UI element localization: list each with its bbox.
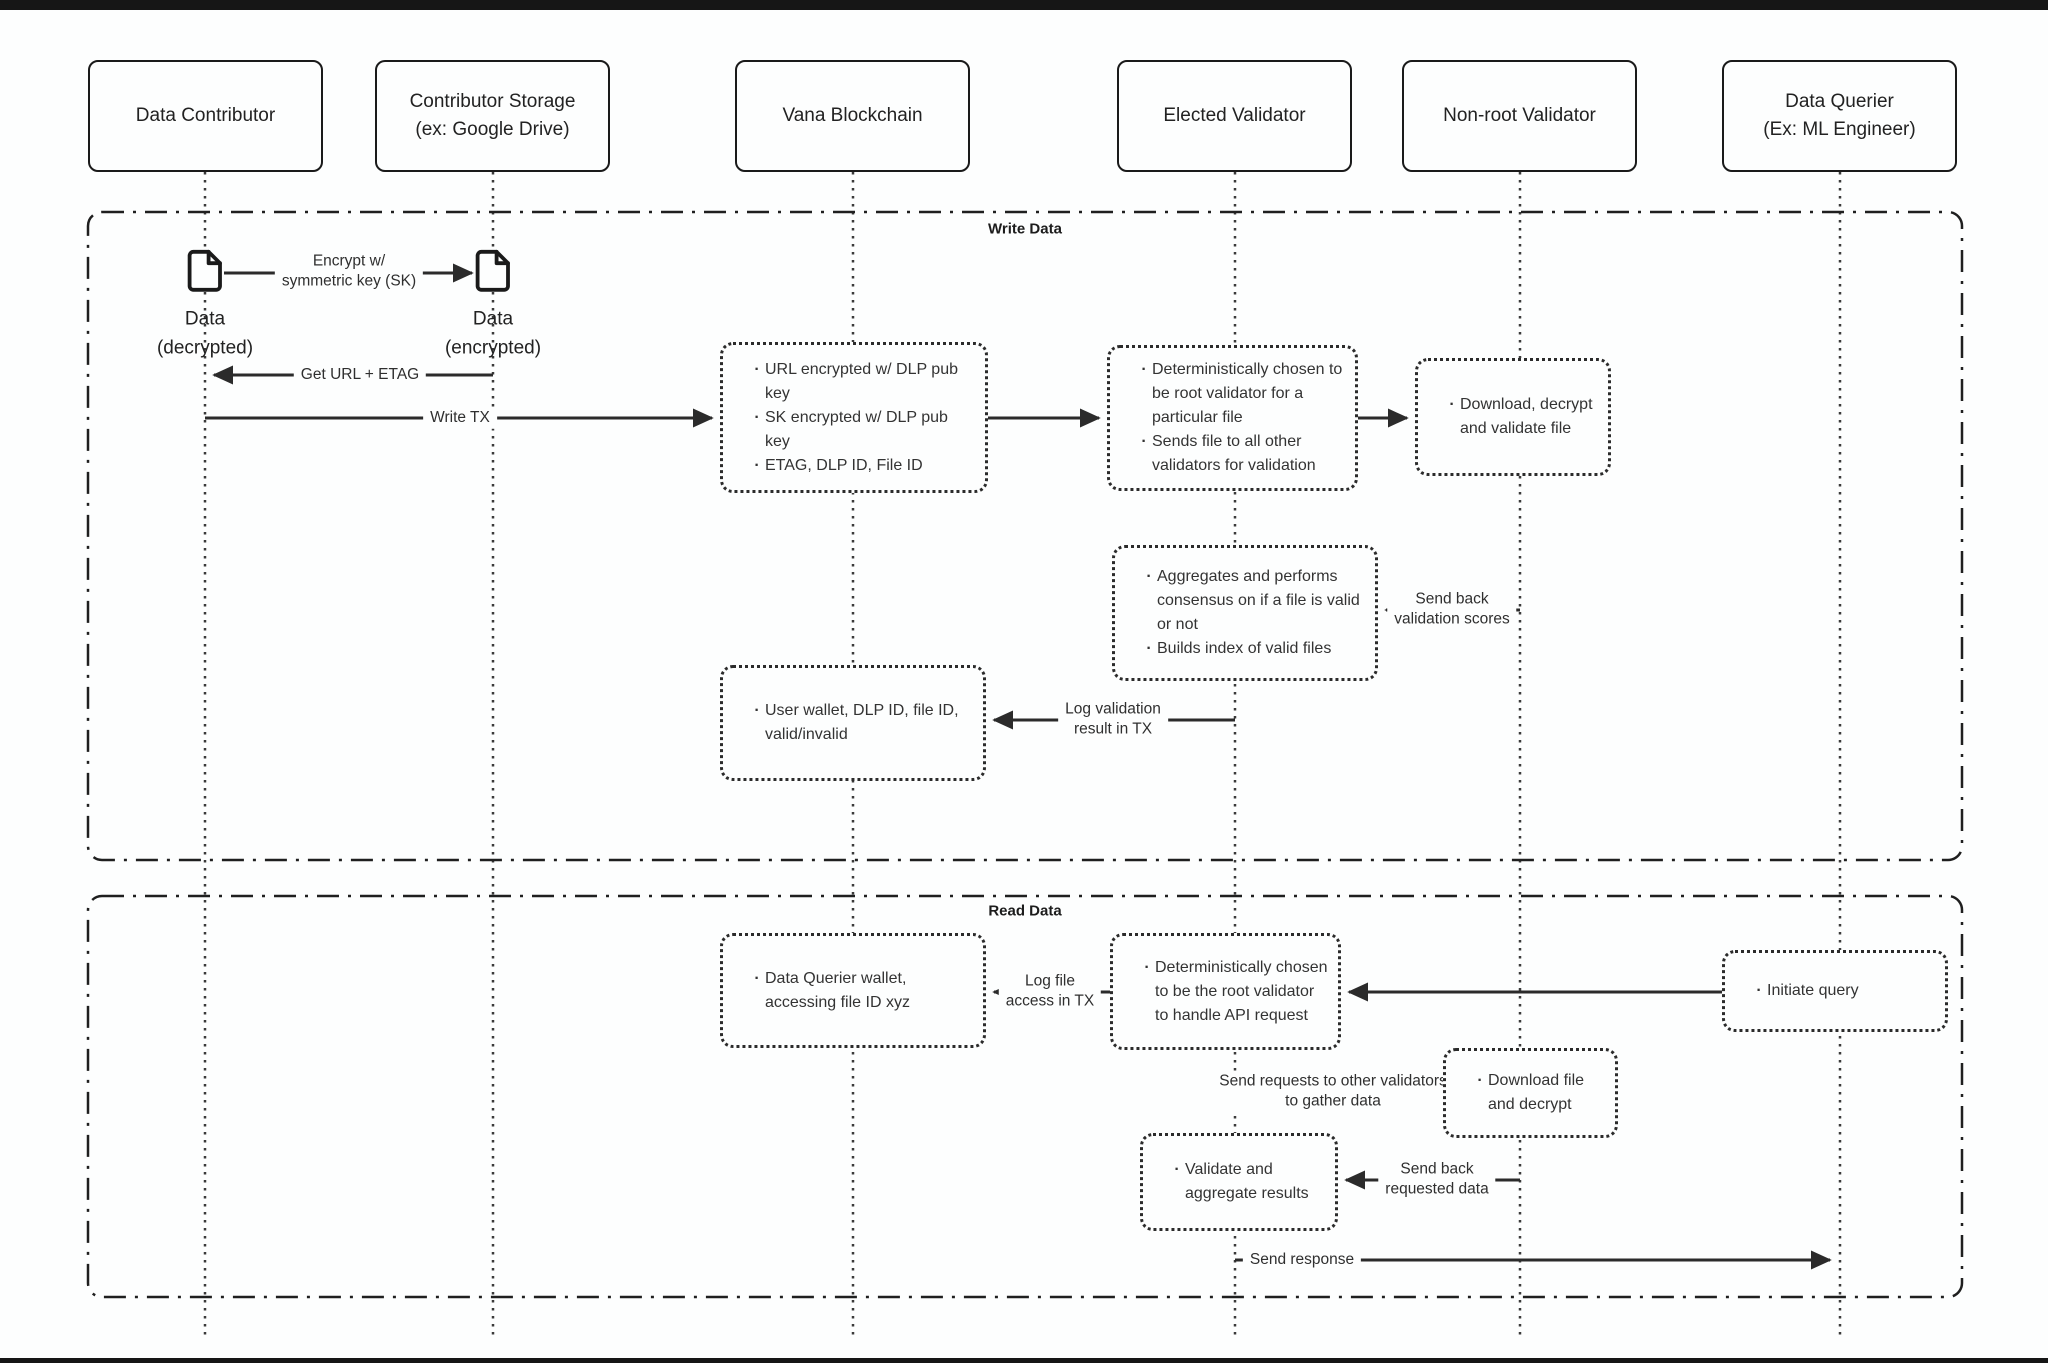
write-data-container bbox=[86, 210, 1964, 862]
actor-vana-blockchain: Vana Blockchain bbox=[735, 60, 970, 172]
actor-elected-validator: Elected Validator bbox=[1117, 60, 1352, 172]
label-line: Get URL + ETAG bbox=[300, 365, 420, 383]
note-text: Data Querier wallet, accessing file ID x… bbox=[765, 969, 910, 1011]
label-line: requested data bbox=[1385, 1181, 1489, 1198]
bullet-icon: · bbox=[1174, 1161, 1180, 1178]
actor-data-querier: Data Querier (Ex: ML Engineer) bbox=[1722, 60, 1957, 172]
write-data-section-title: Write Data bbox=[982, 220, 1068, 238]
read-data-section-title: Read Data bbox=[982, 902, 1068, 920]
note-text: Download, decrypt and validate file bbox=[1460, 396, 1593, 437]
bullet-icon: · bbox=[1141, 433, 1147, 450]
note-text: Deterministically chosen to be the root … bbox=[1155, 958, 1328, 1024]
caption-line: Data bbox=[184, 308, 226, 330]
data-decrypted-caption: Data (decrypted) bbox=[157, 305, 253, 364]
note-text: Initiate query bbox=[1767, 982, 1859, 999]
actor-label: Vana Blockchain bbox=[782, 105, 923, 127]
caption-line: Data bbox=[472, 308, 514, 330]
actor-label: Data Contributor bbox=[135, 105, 276, 127]
note-validate-aggregate: · Validate and aggregate results bbox=[1140, 1133, 1338, 1231]
document-icon bbox=[187, 249, 222, 292]
note-write-tx-contents: · URL encrypted w/ DLP pub key · SK encryp… bbox=[720, 342, 988, 493]
bullet-icon: · bbox=[754, 456, 760, 474]
note-user-wallet: · User wallet, DLP ID, file ID, valid/inv… bbox=[720, 665, 986, 781]
actor-sublabel: (Ex: ML Engineer) bbox=[1763, 119, 1916, 140]
label-line: symmetric key (SK) bbox=[281, 273, 417, 290]
actor-sublabel: (ex: Google Drive) bbox=[415, 119, 570, 140]
note-text: SK encrypted w/ DLP pub key bbox=[765, 408, 948, 450]
label-line: to gather data bbox=[1285, 1093, 1381, 1110]
label-line: Send back bbox=[1400, 1160, 1474, 1178]
bullet-icon: · bbox=[1144, 958, 1150, 976]
bullet-icon: · bbox=[754, 360, 760, 378]
note-text: ETAG, DLP ID, File ID bbox=[765, 456, 923, 474]
send-back-data-label: Send back requested data bbox=[1378, 1158, 1496, 1202]
bullet-icon: · bbox=[1141, 361, 1147, 378]
actor-label: Non-root Validator bbox=[1443, 105, 1596, 127]
bullet-icon: · bbox=[754, 408, 760, 426]
label-line: Send requests to other validators bbox=[1219, 1072, 1447, 1090]
note-download-decrypt: · Download file and decrypt bbox=[1443, 1048, 1618, 1138]
actor-label: Elected Validator bbox=[1163, 105, 1306, 127]
read-data-container bbox=[86, 894, 1964, 1299]
label-line: Encrypt w/ bbox=[312, 252, 386, 270]
note-querier-wallet: · Data Querier wallet, accessing file ID … bbox=[720, 933, 986, 1048]
actor-label: Data Querier bbox=[1785, 91, 1894, 113]
get-url-etag-label: Get URL + ETAG bbox=[293, 363, 427, 387]
send-response-label: Send response bbox=[1242, 1248, 1362, 1272]
note-text: Sends file to all other validators for v… bbox=[1152, 433, 1316, 474]
note-root-validator-api: · Deterministically chosen to be the root… bbox=[1110, 933, 1341, 1050]
label-line: Log file bbox=[1025, 972, 1075, 990]
encrypt-arrow-label: Encrypt w/ symmetric key (SK) bbox=[274, 250, 424, 294]
label-line: access in TX bbox=[1005, 993, 1095, 1010]
note-text: Deterministically chosen to be root vali… bbox=[1152, 361, 1343, 426]
data-encrypted-caption: Data (encrypted) bbox=[445, 305, 541, 364]
caption-line: (encrypted) bbox=[444, 338, 542, 359]
label-line: validation scores bbox=[1394, 611, 1510, 628]
actor-data-contributor: Data Contributor bbox=[88, 60, 323, 172]
bullet-icon: · bbox=[1146, 640, 1152, 657]
document-icon bbox=[475, 249, 510, 292]
log-file-access-label: Log file access in TX bbox=[998, 970, 1102, 1014]
send-requests-label: Send requests to other validators to gat… bbox=[1212, 1070, 1454, 1114]
note-text: User wallet, DLP ID, file ID, valid/inva… bbox=[765, 702, 959, 743]
note-download-validate: · Download, decrypt and validate file bbox=[1415, 358, 1611, 476]
note-text: URL encrypted w/ DLP pub key bbox=[765, 360, 958, 402]
bottom-border-bar bbox=[0, 1358, 2048, 1363]
actor-contributor-storage: Contributor Storage (ex: Google Drive) bbox=[375, 60, 610, 172]
bullet-icon: · bbox=[1449, 396, 1455, 413]
note-text: Builds index of valid files bbox=[1157, 640, 1332, 657]
note-text: Aggregates and performs consensus on if … bbox=[1157, 568, 1360, 633]
label-line: Write TX bbox=[430, 408, 490, 426]
label-line: Send back bbox=[1415, 590, 1489, 608]
label-line: result in TX bbox=[1073, 721, 1153, 738]
note-root-validator: · Deterministically chosen to be root val… bbox=[1107, 345, 1358, 491]
send-back-scores-label: Send back validation scores bbox=[1387, 588, 1517, 632]
bullet-icon: · bbox=[1477, 1072, 1483, 1089]
write-tx-label: Write TX bbox=[423, 406, 497, 430]
note-initiate-query: · Initiate query bbox=[1722, 950, 1948, 1032]
note-text: Validate and aggregate results bbox=[1185, 1161, 1309, 1202]
top-border-bar bbox=[0, 0, 2048, 10]
label-line: Log validation bbox=[1065, 700, 1161, 718]
bullet-icon: · bbox=[754, 969, 760, 987]
bullet-icon: · bbox=[1146, 568, 1152, 585]
note-aggregates-consensus: · Aggregates and performs consensus on if… bbox=[1112, 545, 1378, 681]
label-line: Send response bbox=[1249, 1250, 1355, 1268]
caption-line: (decrypted) bbox=[156, 338, 254, 359]
bullet-icon: · bbox=[754, 702, 760, 719]
bullet-icon: · bbox=[1756, 982, 1762, 999]
log-validation-label: Log validation result in TX bbox=[1058, 698, 1168, 742]
note-text: Download file and decrypt bbox=[1488, 1072, 1585, 1113]
actor-label: Contributor Storage bbox=[409, 91, 576, 113]
actor-nonroot-validator: Non-root Validator bbox=[1402, 60, 1637, 172]
